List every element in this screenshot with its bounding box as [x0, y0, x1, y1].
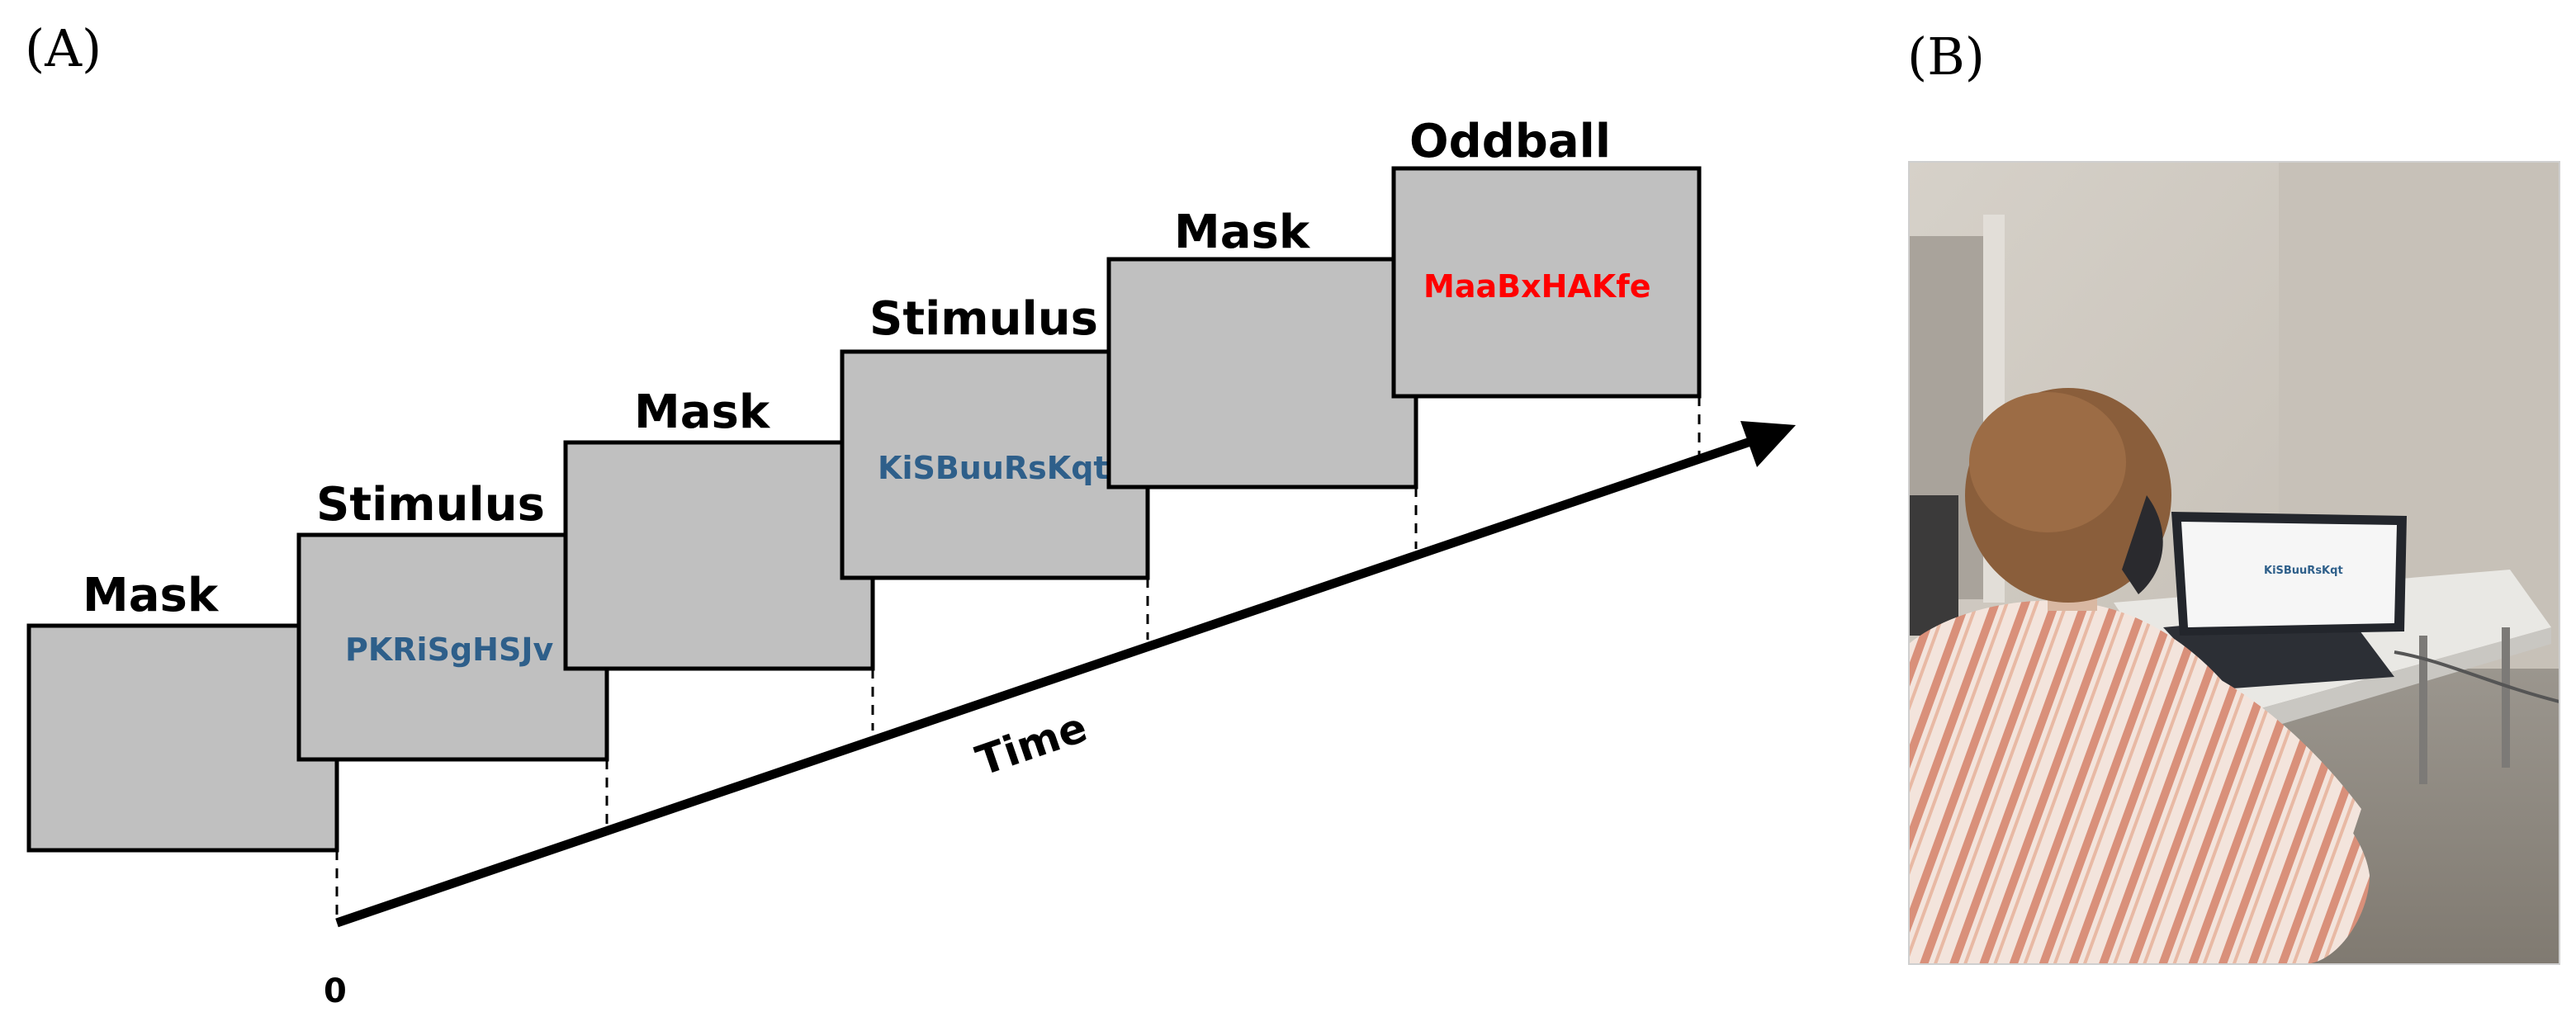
participant-photo: KiSBuuRsKqt — [1908, 161, 2560, 965]
frame-stimulus-1: Stimulus PKRiSgHSJv — [296, 478, 609, 762]
frame-mask-2: Mask — [563, 385, 875, 671]
laptop-screen-text: KiSBuuRsKqt — [2264, 565, 2343, 577]
frame-oddball: Oddball MaaBxHAKfe — [1391, 115, 1702, 399]
time-arrow — [335, 421, 1796, 928]
frame-title: Mask — [83, 569, 220, 622]
frame-title: Mask — [1174, 206, 1311, 259]
panel-a-label: (A) — [25, 18, 102, 78]
time-label: Time — [970, 703, 1093, 786]
frame-mask-1: Mask — [26, 569, 339, 853]
frame-mask-3: Mask — [1106, 206, 1418, 489]
frame-title: Oddball — [1409, 115, 1611, 168]
oddball-text: MaaBxHAKfe — [1423, 268, 1651, 305]
frame-title: Mask — [634, 385, 771, 439]
panel-b-label: (B) — [1907, 26, 1985, 87]
frame-title: Stimulus — [316, 478, 545, 532]
origin-label: 0 — [324, 972, 347, 1010]
frame-stimulus-2: Stimulus KiSBuuRsKqt — [840, 292, 1150, 580]
dashed-guides — [335, 396, 1701, 918]
stimulus-text: KiSBuuRsKqt — [878, 450, 1109, 486]
stimulus-text: PKRiSgHSJv — [345, 631, 553, 668]
frame-title: Stimulus — [869, 292, 1098, 346]
